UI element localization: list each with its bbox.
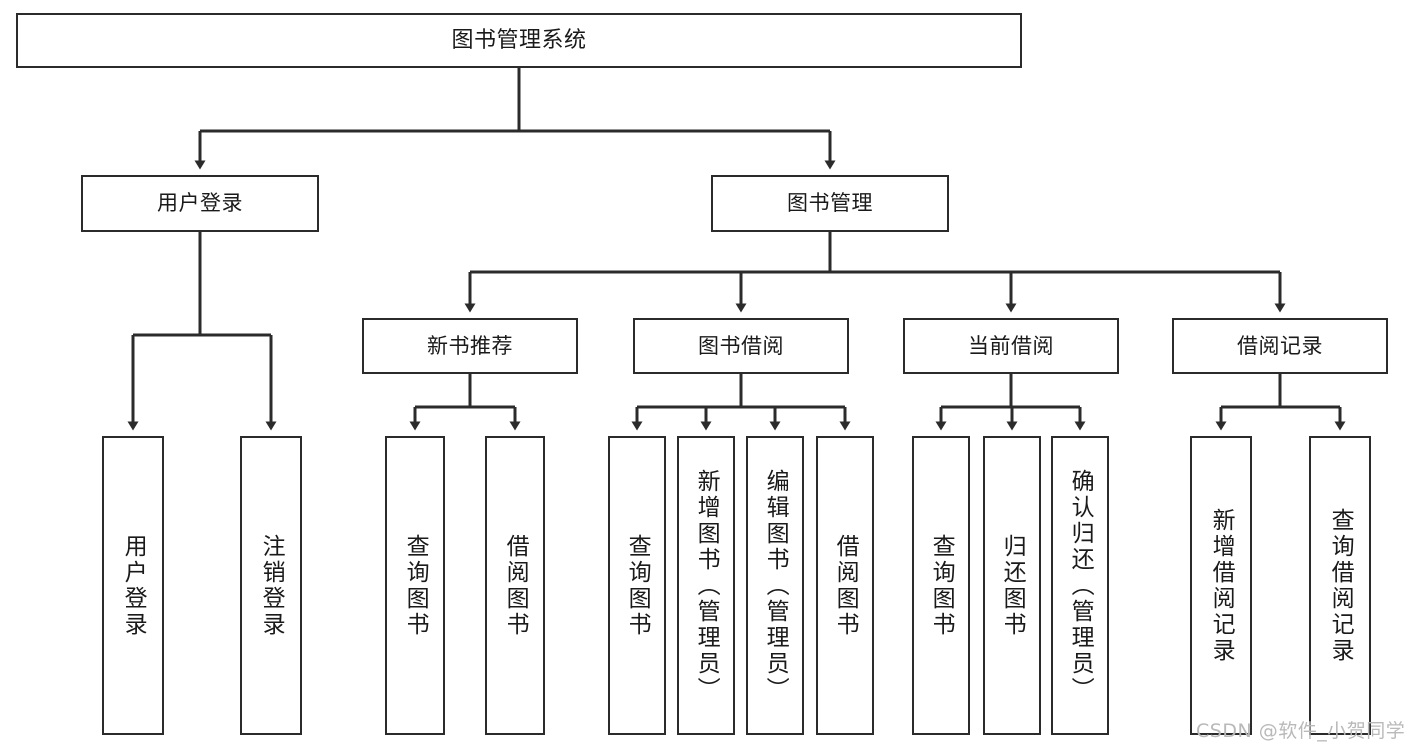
node-leaf-user-logout[interactable]: 注销登录 [240, 436, 302, 735]
node-leaf-confirm-return[interactable]: 确认归还（管理员） [1051, 436, 1109, 735]
node-leaf-add-record[interactable]: 新增借阅记录 [1190, 436, 1252, 735]
node-leaf-user-logout-label: 注销登录 [258, 533, 285, 638]
node-leaf-add-record-label: 新增借阅记录 [1208, 507, 1235, 664]
node-leaf-query-book-3-label: 查询图书 [928, 533, 955, 638]
node-new-book-recommend-label: 新书推荐 [427, 333, 513, 358]
node-current-borrow-label: 当前借阅 [968, 333, 1054, 358]
node-root[interactable]: 图书管理系统 [16, 13, 1022, 68]
node-leaf-query-record[interactable]: 查询借阅记录 [1309, 436, 1371, 735]
node-leaf-edit-book[interactable]: 编辑图书（管理员） [746, 436, 804, 735]
node-leaf-borrow-book-1-label: 借阅图书 [502, 533, 529, 638]
watermark: CSDN @软件_小贺同学 [1196, 720, 1405, 742]
node-leaf-user-login[interactable]: 用户登录 [102, 436, 164, 735]
node-user-login-label: 用户登录 [157, 191, 243, 216]
node-leaf-user-login-label: 用户登录 [120, 533, 147, 638]
node-book-manage[interactable]: 图书管理 [711, 175, 949, 232]
node-book-manage-label: 图书管理 [787, 191, 873, 216]
node-leaf-borrow-book-1[interactable]: 借阅图书 [485, 436, 545, 735]
node-leaf-edit-book-label: 编辑图书（管理员） [762, 468, 789, 703]
node-book-borrow-label: 图书借阅 [698, 333, 784, 358]
node-leaf-query-book-3[interactable]: 查询图书 [912, 436, 970, 735]
node-user-login[interactable]: 用户登录 [81, 175, 319, 232]
node-current-borrow[interactable]: 当前借阅 [903, 318, 1119, 374]
node-new-book-recommend[interactable]: 新书推荐 [362, 318, 578, 374]
node-leaf-query-book-2-label: 查询图书 [624, 533, 651, 638]
node-leaf-confirm-return-label: 确认归还（管理员） [1067, 468, 1094, 703]
node-borrow-record[interactable]: 借阅记录 [1172, 318, 1388, 374]
node-leaf-return-book[interactable]: 归还图书 [983, 436, 1041, 735]
node-leaf-borrow-book-2[interactable]: 借阅图书 [816, 436, 874, 735]
node-borrow-record-label: 借阅记录 [1237, 333, 1323, 358]
node-leaf-add-book[interactable]: 新增图书（管理员） [677, 436, 735, 735]
node-leaf-query-book-1[interactable]: 查询图书 [385, 436, 445, 735]
node-leaf-query-record-label: 查询借阅记录 [1327, 507, 1354, 664]
node-root-label: 图书管理系统 [451, 27, 587, 53]
node-leaf-return-book-label: 归还图书 [999, 533, 1026, 638]
node-leaf-query-book-1-label: 查询图书 [402, 533, 429, 638]
node-leaf-query-book-2[interactable]: 查询图书 [608, 436, 666, 735]
node-leaf-borrow-book-2-label: 借阅图书 [832, 533, 859, 638]
node-leaf-add-book-label: 新增图书（管理员） [693, 468, 720, 703]
node-book-borrow[interactable]: 图书借阅 [633, 318, 849, 374]
